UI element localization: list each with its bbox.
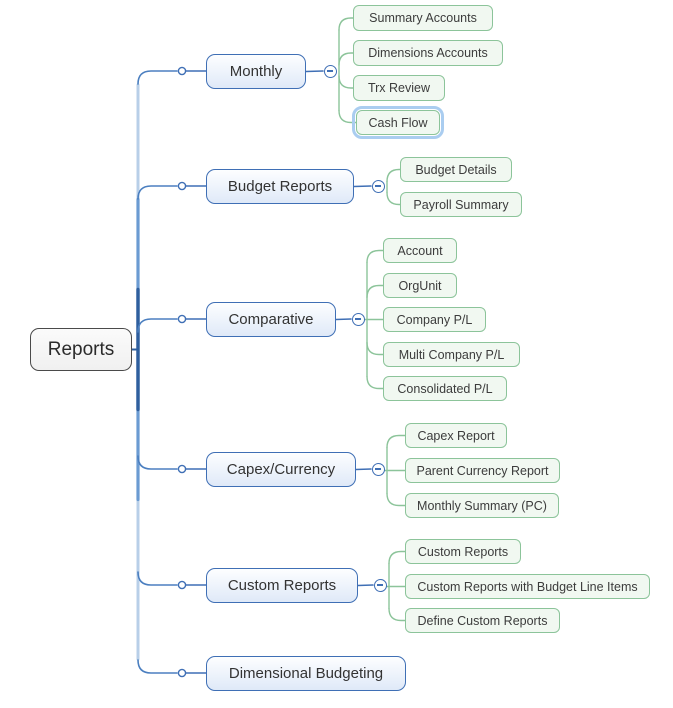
leaf-node-1-2[interactable]: Dimensions Accounts xyxy=(353,40,503,66)
leaf-node-3-2[interactable]: OrgUnit xyxy=(383,273,457,298)
collapse-toggle-5[interactable] xyxy=(373,578,387,592)
leaf-node-2-2[interactable]: Payroll Summary xyxy=(400,192,522,217)
collapse-toggle-3[interactable] xyxy=(351,312,365,326)
leaf-node-3-4[interactable]: Multi Company P/L xyxy=(383,342,520,367)
branch-node-1[interactable]: Monthly xyxy=(206,54,306,89)
branch-node-2[interactable]: Budget Reports xyxy=(206,169,354,204)
leaf-node-3-5[interactable]: Consolidated P/L xyxy=(383,376,507,401)
leaf-node-2-1[interactable]: Budget Details xyxy=(400,157,512,182)
leaf-node-5-3[interactable]: Define Custom Reports xyxy=(405,608,560,633)
leaf-node-4-2[interactable]: Parent Currency Report xyxy=(405,458,560,483)
leaf-node-1-4[interactable]: Cash Flow xyxy=(352,106,444,139)
leaf-node-5-2[interactable]: Custom Reports with Budget Line Items xyxy=(405,574,650,599)
root-node[interactable]: Reports xyxy=(30,328,132,371)
branch-node-3[interactable]: Comparative xyxy=(206,302,336,337)
branch-node-5[interactable]: Custom Reports xyxy=(206,568,358,603)
branch-node-6[interactable]: Dimensional Budgeting xyxy=(206,656,406,691)
leaf-node-1-1[interactable]: Summary Accounts xyxy=(353,5,493,31)
leaf-node-3-3[interactable]: Company P/L xyxy=(383,307,486,332)
branch-node-4[interactable]: Capex/Currency xyxy=(206,452,356,487)
leaf-node-1-3[interactable]: Trx Review xyxy=(353,75,445,101)
leaf-node-4-3[interactable]: Monthly Summary (PC) xyxy=(405,493,559,518)
leaf-node-5-1[interactable]: Custom Reports xyxy=(405,539,521,564)
collapse-toggle-1[interactable] xyxy=(323,64,337,78)
leaf-node-3-1[interactable]: Account xyxy=(383,238,457,263)
collapse-toggle-2[interactable] xyxy=(371,179,385,193)
collapse-toggle-4[interactable] xyxy=(371,462,385,476)
leaf-node-4-1[interactable]: Capex Report xyxy=(405,423,507,448)
